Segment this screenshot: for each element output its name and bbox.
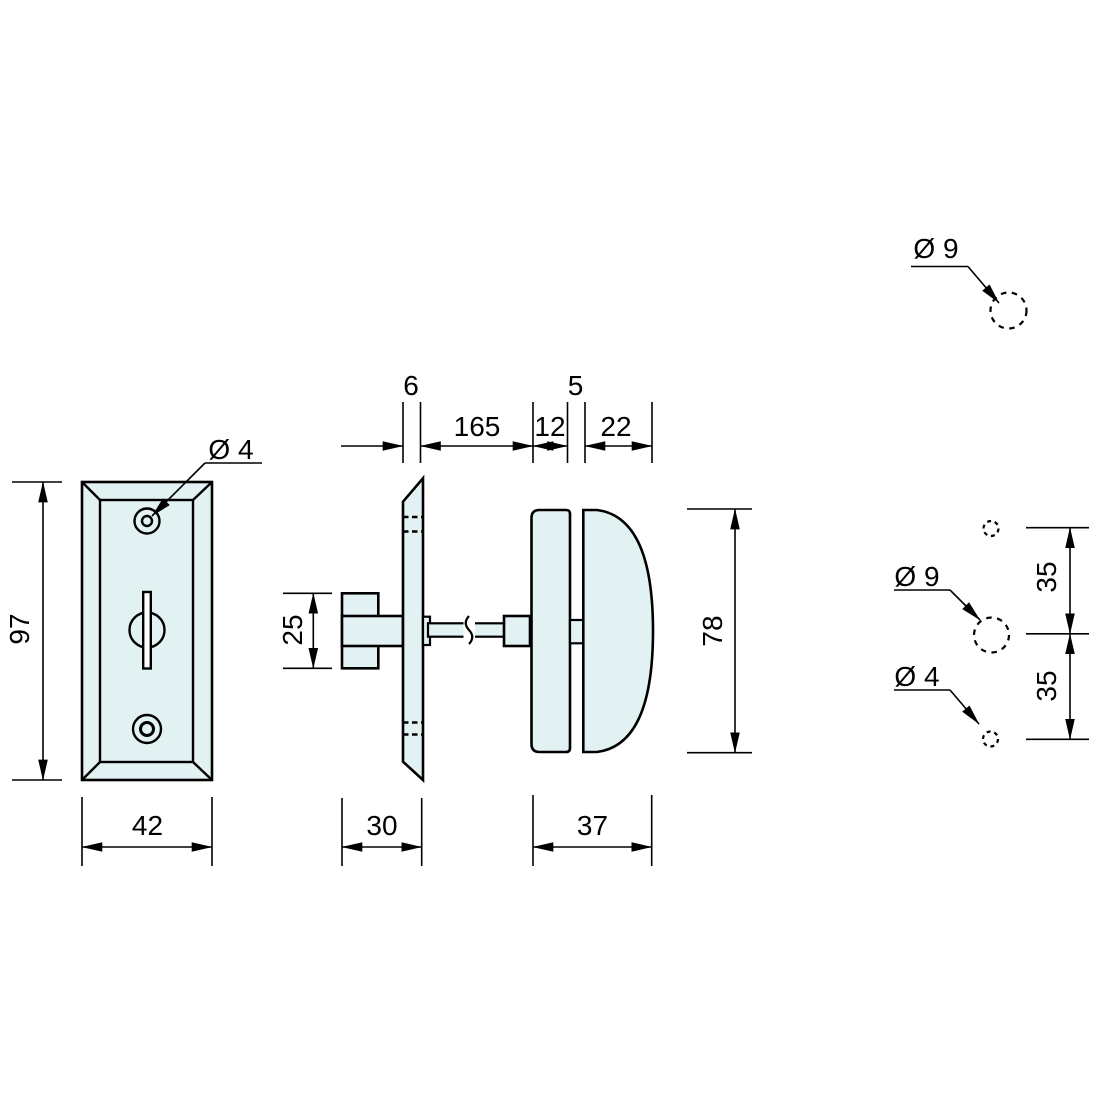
drill-hole-large bbox=[972, 616, 1011, 654]
dim-knob-height-label: 78 bbox=[697, 615, 728, 646]
thumbturn-grip-front bbox=[141, 590, 152, 670]
dim-glass-gap-label: 5 bbox=[568, 370, 584, 401]
bevel-corner-tl bbox=[81, 481, 101, 501]
screw-hole-bottom-outer bbox=[131, 713, 163, 745]
drill-hole-small-lower bbox=[981, 730, 1000, 748]
dim-spindle-length-label: 165 bbox=[454, 411, 501, 442]
dim-knob-width-label: 37 bbox=[577, 810, 608, 841]
dim-hole-spacing-upper-label: 35 bbox=[1031, 561, 1062, 592]
drill-hole-top bbox=[989, 291, 1028, 330]
dim-plate-width-label: 42 bbox=[132, 810, 163, 841]
drill-template: 35 35 Ø 9 Ø 4 bbox=[894, 519, 1089, 748]
drill-template-top: Ø 9 bbox=[911, 233, 1028, 330]
drill-hole-small-upper bbox=[982, 519, 1000, 538]
thumbturn-stem bbox=[340, 614, 405, 648]
leader-drill-hole-top bbox=[967, 265, 1000, 304]
spindle-break-squiggle bbox=[464, 615, 474, 645]
dim-thumbturn-depth-label: 30 bbox=[366, 810, 397, 841]
drill-hole-top-callout-label: Ø 9 bbox=[913, 233, 958, 264]
drill-hole-large-callout-label: Ø 9 bbox=[894, 561, 939, 592]
leader-drill-hole-large bbox=[949, 589, 981, 621]
plate-bevel-inner bbox=[98, 498, 195, 764]
spindle-collar-right bbox=[502, 614, 532, 648]
top-dimension-chain: 6 5 165 12 22 bbox=[341, 370, 653, 463]
bevel-corner-tr bbox=[192, 481, 213, 501]
bevel-corner-br bbox=[192, 761, 213, 781]
screw-hole-bottom-inner bbox=[139, 721, 155, 737]
dim-knob-depth-label: 22 bbox=[600, 411, 631, 442]
bevel-corner-bl bbox=[81, 761, 101, 781]
handle-neck bbox=[568, 618, 585, 645]
handle-knob-dshape bbox=[582, 508, 655, 754]
screw-hole-top-outer bbox=[133, 507, 161, 535]
drill-hole-small-callout-label: Ø 4 bbox=[894, 661, 939, 692]
plate-edge-view bbox=[401, 474, 425, 783]
leader-drill-hole-small bbox=[949, 689, 980, 725]
side-view: 25 30 37 78 bbox=[277, 474, 752, 866]
dim-plate-height-label: 97 bbox=[4, 613, 35, 644]
screw-hole-callout-label: Ø 4 bbox=[208, 434, 253, 465]
screw-hole-top-inner bbox=[140, 514, 154, 528]
front-view: 97 42 Ø 4 bbox=[4, 434, 262, 866]
dim-pad-thickness-label: 12 bbox=[534, 411, 565, 442]
handle-inner-pad bbox=[530, 508, 572, 754]
dim-thumbturn-height-label: 25 bbox=[277, 614, 308, 645]
dim-plate-thickness-label: 6 bbox=[403, 370, 419, 401]
dim-hole-spacing-lower-label: 35 bbox=[1031, 670, 1062, 701]
leader-screw-hole bbox=[151, 462, 206, 517]
